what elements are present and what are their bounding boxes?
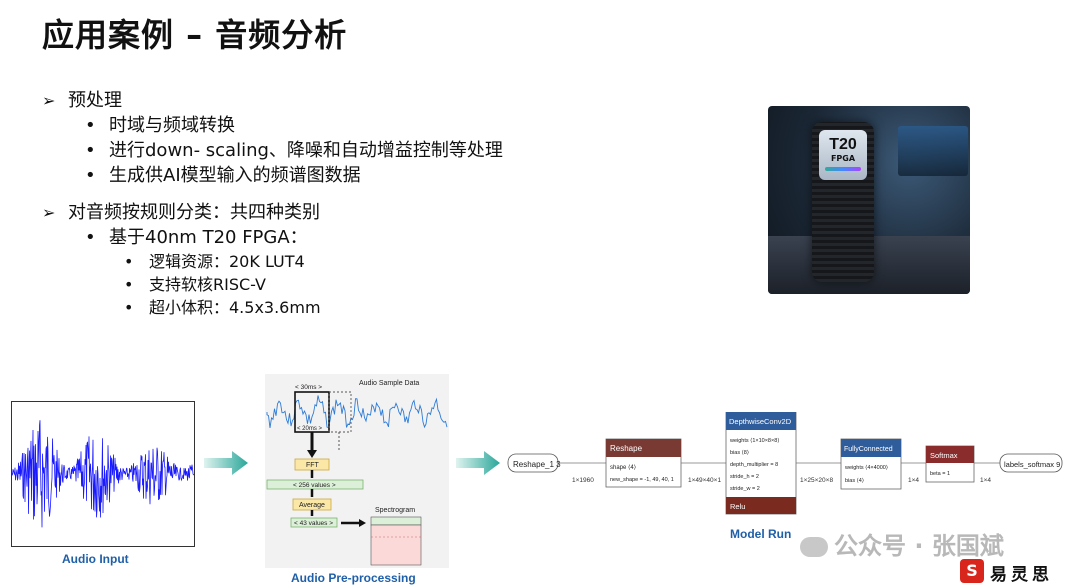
dot-bullet-icon: • [85,227,96,248]
model-graph: Reshape_1 3 1×1960 Reshape shape ⟨4⟩ new… [506,411,1066,522]
caption-model-run: Model Run [730,527,792,541]
device-screen-bar [825,167,861,171]
spectrogram-top-row [370,516,422,526]
depthwise-header [726,412,796,430]
edge-label: 1×49×40×1 [688,477,721,484]
fullyconnected-title: FullyConnected [844,446,893,453]
values-43-label: < 43 values > [294,520,333,527]
dot-bullet-icon: • [85,115,96,136]
input-node-label: Reshape_1 3 [513,460,561,469]
softmax-header [926,446,974,463]
bullet-level2: • 生成供AI模型输入的频谱图数据 [42,163,503,188]
relu-label: Relu [730,502,745,511]
dot-bullet-icon: • [124,275,134,294]
bullet-level3: • 超小体积：4.5x3.6mm [42,296,503,319]
depthwise-line: weights ⟨1×10×8×8⟩ [729,437,779,444]
fullyconnected-header [841,439,901,457]
wechat-icon [800,537,828,557]
values-256-block [266,479,364,490]
bullet-level2: • 基于40nm T20 FPGA： [42,225,503,250]
reshape-header [606,439,681,457]
values-43-block [290,517,338,528]
device-screen: T20 FPGA [819,130,867,180]
output-node [999,453,1063,473]
bullet-level2: • 进行down- scaling、降噪和自动增益控制等处理 [42,138,503,163]
average-label: Average [299,502,325,509]
bullet-text: 生成供AI模型输入的频谱图数据 [109,165,361,186]
background-monitor [898,126,968,176]
bullet-list: ➢ 预处理 • 时域与频域转换 • 进行down- scaling、降噪和自动增益控制… [42,88,503,319]
arrow-bullet-icon: ➢ [42,203,56,222]
edge-label: 1×25×20×8 [800,477,833,484]
company-logo: S 易灵思 [960,558,1072,586]
fft-label: FFT [306,462,320,469]
bullet-level2: • 时域与频域转换 [42,113,503,138]
flow-arrow-icon [456,451,500,475]
depthwise-line: stride_h = 2 [730,474,759,480]
bullet-level1: ➢ 对音频按规则分类：共四种类别 [42,200,503,225]
softmax-title: Softmax [930,451,958,460]
device-label-fpga: FPGA [830,154,856,163]
edge-label: 1×4 [908,477,919,484]
waveform-svg [11,420,195,528]
down-arrow-head [307,450,317,458]
page-title: 应用案例 – 音频分析 [42,16,348,54]
watermark-text: 公众号 · 张国斌 [834,532,1004,560]
spectrogram-body [370,524,422,566]
reshape-line: shape ⟨4⟩ [610,464,636,471]
device-label-t20: T20 [829,136,857,153]
bullet-level3: • 逻辑资源：20K LUT4 [42,250,503,273]
audio-waveform-plot [11,401,195,547]
window-30ms-label: < 30ms > [295,384,322,391]
relu-footer [726,497,796,514]
output-node-label: labels_softmax 9 [1004,460,1060,469]
next-window-box [328,391,352,433]
model-graph-svg: Reshape_1 3 1×1960 Reshape shape ⟨4⟩ new… [507,411,1063,515]
bullet-text: 基于40nm T20 FPGA： [109,227,308,248]
edge-label: 1×4 [980,477,991,484]
bullet-text: 对音频按规则分类：共四种类别 [68,202,320,223]
bullet-text: 预处理 [68,90,122,111]
dot-bullet-icon: • [124,298,134,317]
dot-bullet-icon: • [85,165,96,186]
fullyconnected-line: weights ⟨4×4000⟩ [844,464,888,471]
bullet-text: 逻辑资源：20K LUT4 [149,252,305,271]
caption-audio-input: Audio Input [62,552,129,566]
fpga-device-photo: T20 FPGA [768,106,970,294]
window-20ms-label: < 20ms > [297,426,323,432]
audio-preprocessing-diagram: Audio Sample Data < 30ms > < 20ms > FFT … [265,374,449,568]
dot-bullet-icon: • [124,252,134,271]
depthwise-line: bias ⟨8⟩ [730,449,749,456]
fpga-device: T20 FPGA [812,122,874,282]
right-arrow-head [359,519,366,527]
sample-waveform [266,395,448,429]
dot-bullet-icon: • [85,140,96,161]
values-256-label: < 256 values > [293,482,336,489]
fullyconnected-line: bias ⟨4⟩ [845,477,864,484]
depthwise-line: depth_multiplier = 8 [730,462,778,468]
bullet-text: 进行down- scaling、降噪和自动增益控制等处理 [109,140,503,161]
bullet-text: 超小体积：4.5x3.6mm [149,298,321,317]
logo-text: 易灵思 [990,565,1053,585]
reshape-line: new_shape = -1, 49, 40, 1 [610,477,674,483]
bullet-text: 支持软核RISC-V [149,275,266,294]
depthwise-line: stride_w = 2 [730,486,760,492]
logo-mark-icon: S [960,559,984,583]
bullet-text: 时域与频域转换 [109,115,235,136]
bullet-level3: • 支持软核RISC-V [42,273,503,296]
edge-label: 1×1960 [572,477,594,484]
bullet-level1: ➢ 预处理 [42,88,503,113]
sample-data-label: Audio Sample Data [359,380,419,387]
depthwise-title: DepthwiseConv2D [729,417,792,426]
reshape-title: Reshape [610,444,643,453]
softmax-line: beta = 1 [930,471,950,477]
caption-audio-preprocessing: Audio Pre-processing [291,571,416,585]
flow-arrow-icon [204,451,248,475]
waveform-trace [11,420,195,528]
watermark: 公众号 · 张国斌 [800,526,1004,561]
arrow-bullet-icon: ➢ [42,91,56,110]
spectrogram-label: Spectrogram [375,507,415,514]
preprocessing-svg: Audio Sample Data < 30ms > < 20ms > FFT … [266,380,448,566]
